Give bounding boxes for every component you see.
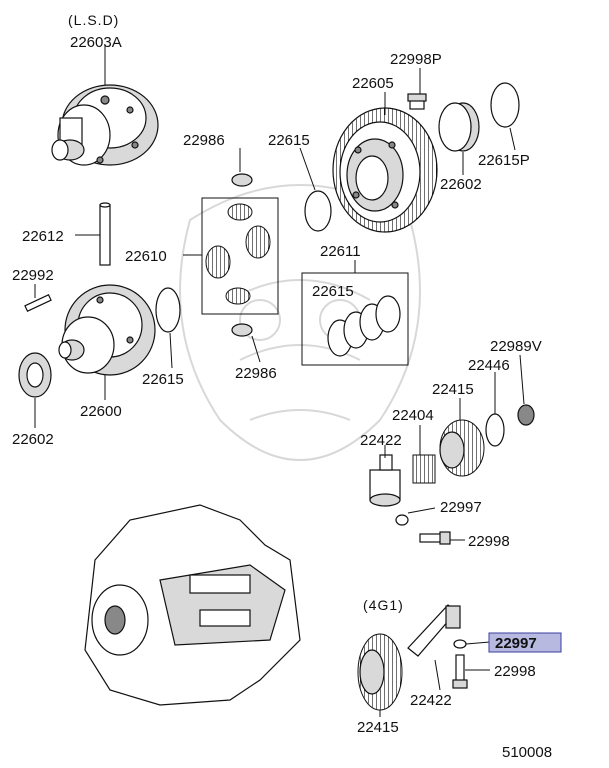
part-label-22612[interactable]: 22612 (22, 228, 64, 245)
part-label-22998-lower[interactable]: 22998 (494, 663, 536, 680)
bolt-lower-icon (452, 654, 468, 689)
o-ring-lower-icon (453, 639, 467, 649)
pinion-shaft-icon (99, 202, 111, 266)
part-label-22997-highlight[interactable]: 22997 (495, 635, 537, 652)
part-label-22615-box[interactable]: 22615 (312, 283, 354, 300)
caption-lsd: (L.S.D) (68, 12, 119, 28)
washer-22986-bottom-icon (231, 323, 253, 337)
part-label-22600[interactable]: 22600 (80, 403, 122, 420)
part-label-22603A[interactable]: 22603A (70, 34, 122, 51)
shim-set-box (301, 272, 409, 366)
shim-22615-mid-icon (155, 287, 181, 333)
bearing-right-icon (438, 102, 480, 152)
part-label-22605[interactable]: 22605 (352, 75, 394, 92)
seal-22989v-icon (517, 404, 535, 426)
roller-bearing-icon (412, 454, 436, 484)
bearing-left-icon (18, 352, 52, 398)
speedometer-sleeve-lower-icon (407, 604, 461, 657)
washer-22446-icon (485, 413, 505, 447)
part-label-22986-top[interactable]: 22986 (183, 132, 225, 149)
pin-22992-icon (24, 293, 52, 313)
transaxle-housing-icon (84, 504, 301, 706)
caption-4g1: (4G1) (363, 597, 404, 613)
diagram-code: 510008 (502, 744, 552, 761)
bolt-upper-icon (419, 531, 451, 545)
part-label-22992[interactable]: 22992 (12, 267, 54, 284)
part-label-22989V[interactable]: 22989V (490, 338, 542, 355)
differential-case-icon (58, 284, 156, 376)
part-label-22404[interactable]: 22404 (392, 407, 434, 424)
shim-22615-top-icon (304, 190, 332, 232)
driven-gear-lower-icon (357, 633, 403, 711)
part-label-22997-upper[interactable]: 22997 (440, 499, 482, 516)
part-label-22615P[interactable]: 22615P (478, 152, 530, 169)
part-label-22422-upper[interactable]: 22422 (360, 432, 402, 449)
ring-gear-icon (332, 107, 438, 233)
part-label-22610[interactable]: 22610 (125, 248, 167, 265)
gear-set-box (201, 197, 279, 315)
part-label-22611[interactable]: 22611 (320, 243, 361, 260)
part-label-22415-upper[interactable]: 22415 (432, 381, 474, 398)
part-label-22986-bottom[interactable]: 22986 (235, 365, 277, 382)
bolt-22998p-icon (407, 93, 427, 110)
highlight-box (488, 632, 562, 653)
part-label-22615-top[interactable]: 22615 (268, 132, 310, 149)
washer-22986-top-icon (231, 173, 253, 187)
part-label-22998P[interactable]: 22998P (390, 51, 442, 68)
speedometer-sleeve-upper-icon (369, 454, 401, 507)
shim-22615p-icon (490, 82, 520, 128)
driven-gear-upper-icon (439, 419, 485, 477)
part-label-22446[interactable]: 22446 (468, 357, 510, 374)
part-label-22998-upper[interactable]: 22998 (468, 533, 510, 550)
part-label-22415-lower[interactable]: 22415 (357, 719, 399, 736)
part-label-22615-mid[interactable]: 22615 (142, 371, 184, 388)
part-label-22602-right[interactable]: 22602 (440, 176, 482, 193)
part-label-22422-lower[interactable]: 22422 (410, 692, 452, 709)
o-ring-upper-icon (395, 514, 409, 526)
lsd-differential-case-icon (51, 84, 159, 166)
part-label-22602-left[interactable]: 22602 (12, 431, 54, 448)
